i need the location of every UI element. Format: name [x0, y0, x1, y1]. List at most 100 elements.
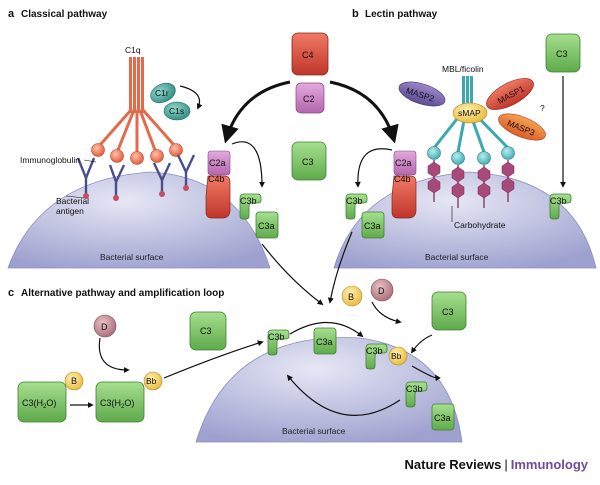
- smap-ellipse: [452, 102, 488, 124]
- factor-b-left: [64, 371, 84, 391]
- c4b-c2a-complex-a: C4b C2a: [205, 150, 231, 219]
- factor-b-right-label: B: [348, 292, 354, 302]
- c3b-label-c2: C3b: [406, 384, 423, 394]
- arrow-convertase-to-c3b: [411, 365, 441, 382]
- panel-b-title: Lectin pathway: [365, 9, 438, 20]
- arrow-c2a-to-c3b-b: [354, 148, 393, 188]
- bacterial-surface-a: [7, 171, 271, 269]
- c3h2o-sub-2: 2: [121, 404, 125, 410]
- factor-bb-left: [143, 371, 163, 391]
- smap-label: sMAP: [458, 108, 481, 118]
- c3h2o-block-1: [17, 381, 67, 423]
- mbl-ficolin-complex: MBL/ficolin sMAP MASP2 MASP1 MASP3 ?: [398, 64, 546, 165]
- masp3-ellipse: [498, 113, 546, 141]
- c3a-block-c2: [431, 403, 455, 431]
- arrow-c4-to-lectin: [329, 80, 399, 144]
- carbohydrate-chains: [427, 160, 515, 208]
- panel-c: c Alternative pathway and amplification …: [8, 278, 467, 443]
- c3-label-lectin: C3: [556, 49, 568, 59]
- c1s-label: C1s: [169, 106, 184, 116]
- panel-b: b Lectin pathway Bacterial surface MBL/f…: [333, 8, 597, 269]
- arrow-d-right: [371, 301, 402, 325]
- c1q-label: C1q: [125, 45, 141, 55]
- immunoglobulins: [76, 154, 196, 201]
- bacterial-surface-b-label: Bacterial surface: [425, 252, 489, 262]
- c3h2o-label-2: C3(H2O): [100, 398, 134, 410]
- bacterial-antigen-label-2: antigen: [56, 206, 84, 216]
- c3h2o-block-2: [95, 381, 145, 423]
- c3h2o-suffix-2: O): [124, 398, 134, 408]
- c3-block-loop: [431, 291, 467, 331]
- c3b-c3a-a: C3b C3a: [239, 193, 279, 239]
- factor-d-right-label: D: [378, 286, 385, 296]
- c3h2o-sub-1: 2: [43, 404, 47, 410]
- c1q-complex: C1q: [91, 45, 183, 165]
- c3-label-center: C3: [302, 157, 314, 167]
- journal-footer: Nature Reviews|Immunology: [405, 457, 589, 472]
- arrow-c3b-to-convertase: [289, 321, 364, 338]
- mbl-ficolin-label: MBL/ficolin: [442, 64, 484, 74]
- c3h2o-suffix-1: O): [46, 398, 56, 408]
- panel-b-letter: b: [352, 8, 359, 20]
- c3h2o-label-1: C3(H2O): [22, 398, 56, 410]
- center-proteins: C4 C2 C3: [221, 32, 399, 181]
- c3a-label-c1: C3a: [316, 337, 333, 347]
- c4-label: C4: [302, 50, 314, 60]
- c2-label: C2: [303, 94, 315, 104]
- c2a-label-a: C2a: [209, 158, 226, 168]
- c3h2o-prefix-1: C3(H: [22, 398, 43, 408]
- factor-bb-left-label: Bb: [146, 376, 157, 386]
- c3b-label-lectin-right: C3b: [550, 196, 567, 206]
- panel-a-title: Classical pathway: [21, 9, 108, 20]
- c3a-label-b: C3a: [364, 221, 381, 231]
- c3b-label-a: C3b: [240, 196, 257, 206]
- arrow-amplification-loop: [286, 374, 401, 416]
- c3b-label-b: C3b: [346, 196, 363, 206]
- c3-block-lectin: [545, 33, 581, 73]
- factor-bb-right: [388, 346, 408, 366]
- arrow-bb-to-c3b: [163, 340, 264, 379]
- c1r-c1s: C1r C1s: [150, 82, 203, 121]
- c3a-block-c1: [313, 327, 337, 355]
- c3h2o-prefix-2: C3(H: [100, 398, 121, 408]
- bacterial-surface-c-label: Bacterial surface: [282, 426, 346, 436]
- panel-a-letter: a: [8, 8, 15, 20]
- journal-section: Immunology: [510, 457, 588, 472]
- panel-c-letter: c: [8, 287, 14, 299]
- c1r-label: C1r: [155, 88, 169, 98]
- c4b-c2a-complex-b: C4b C2a: [391, 150, 417, 219]
- c3-block-alt: [189, 311, 227, 351]
- c2-block: [295, 82, 325, 114]
- c3b-label-c1: C3b: [268, 332, 285, 342]
- masp1-ellipse: [486, 78, 534, 110]
- factor-bb-right-label: Bb: [391, 351, 402, 361]
- c4b-label-b: C4b: [394, 174, 411, 184]
- journal-separator: |: [504, 457, 508, 472]
- c2a-label-b: C2a: [395, 158, 412, 168]
- question-mark: ?: [540, 103, 545, 113]
- c3b-c3a-b: C3b C3a: [345, 193, 385, 239]
- arrow-d-left: [98, 337, 130, 373]
- c3a-label-c2: C3a: [434, 413, 451, 423]
- factor-d-left-label: D: [101, 322, 108, 332]
- journal-name: Nature Reviews: [404, 457, 502, 472]
- panel-a: a Classical pathway Bacterial surface C1…: [7, 8, 279, 269]
- bacterial-antigen-label-1: Bacterial: [56, 196, 89, 206]
- bacterial-surface-a-label: Bacterial surface: [100, 252, 164, 262]
- arrow-c2a-to-c3b-a: [231, 141, 265, 188]
- factor-b-right: [341, 285, 363, 307]
- panel-c-title: Alternative pathway and amplification lo…: [21, 288, 224, 299]
- c4b-label-a: C4b: [208, 174, 225, 184]
- c4-block: [291, 32, 329, 76]
- c3-label-alt: C3: [200, 326, 212, 336]
- c3-block-center: [291, 141, 327, 181]
- c3-label-loop: C3: [442, 307, 454, 317]
- arrow-c3-to-convertase: [411, 334, 433, 354]
- c3a-label-a: C3a: [258, 221, 275, 231]
- factor-d-right: [370, 278, 394, 302]
- arrow-c4-to-classical: [221, 80, 291, 144]
- factor-d-left: [93, 314, 117, 338]
- arrow-b-to-c: [327, 231, 353, 304]
- c3b-label-convertase: C3b: [366, 346, 383, 356]
